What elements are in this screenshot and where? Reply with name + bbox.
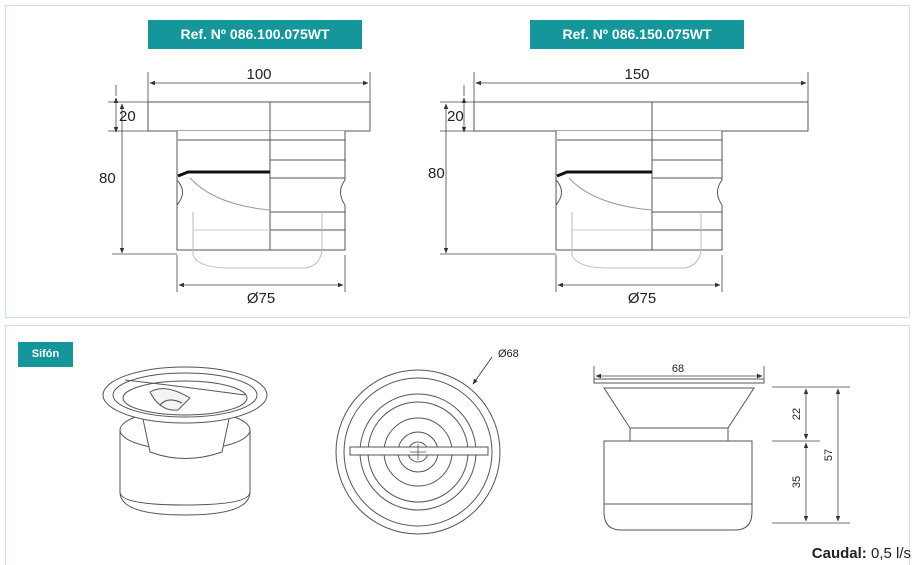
flange-label-150: 20 [447,108,464,125]
siphon-dim-total: 57 [823,449,835,461]
siphon-side-view [593,378,765,531]
caudal-label: Caudal: [811,545,867,562]
drain-drawing-100 [147,101,371,269]
height-label-150: 80 [428,165,445,182]
sifon-badge: Sifón [18,342,73,367]
dimensions-150 [440,72,809,292]
height-label-100: 80 [99,170,116,187]
caudal-value: 0,5 l/s [866,545,911,562]
siphon-width-label: 68 [672,363,684,375]
ref-badge-150: Ref. Nº 086.150.075WT [530,20,744,49]
top-panel [5,5,910,318]
flange-label-100: 20 [119,108,136,125]
caudal-text: Caudal: 0,5 l/s [812,545,911,562]
siphon-perspective-drawing [102,366,268,516]
siphon-dimensions [593,366,850,524]
siphon-dim-bottom: 35 [791,476,803,488]
dimensions-100 [108,72,371,292]
siphon-top-view [335,356,501,535]
diameter-label-100: Ø75 [247,290,275,307]
drain-drawing-150 [473,101,809,269]
siphon-diameter-label: Ø68 [498,348,519,360]
ref-badge-100: Ref. Nº 086.100.075WT [148,20,362,49]
diameter-label-150: Ø75 [628,290,656,307]
width-label-150: 150 [624,66,649,83]
width-label-100: 100 [246,66,271,83]
siphon-dim-top: 22 [791,408,803,420]
